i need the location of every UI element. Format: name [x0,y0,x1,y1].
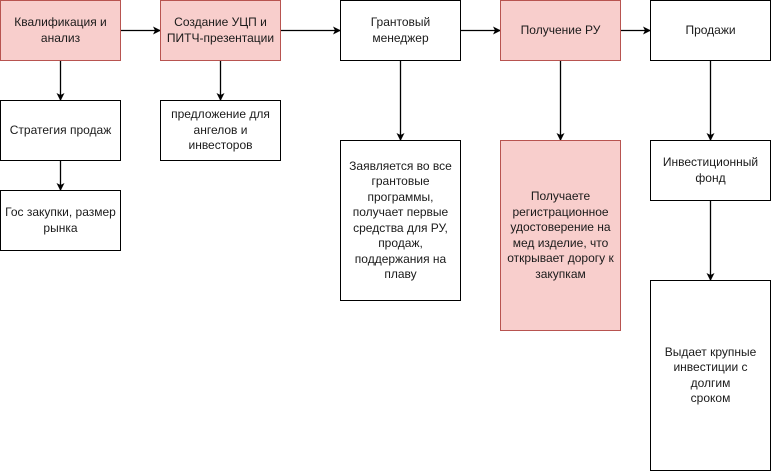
node-predlozhenie[interactable]: предложение для ангелов и инвесторов [160,100,281,161]
node-label: Квалификация и анализ [14,15,107,45]
node-label: Получаете регистрационное удостоверение … [507,189,614,281]
node-label: Создание УЦП и ПИТЧ-презентации [166,15,275,45]
node-gos-zakupki[interactable]: Гос закупки, размер рынка [0,190,121,251]
node-vydaet[interactable]: Выдает крупные инвестиции с долгим сроко… [650,280,771,471]
node-label: Гос закупки, размер рынка [5,205,116,235]
node-zayavlyaetsya[interactable]: Заявляется во все грантовые программы, п… [340,140,461,301]
node-label: предложение для ангелов и инвесторов [171,107,270,153]
node-label: Продажи [685,22,736,37]
node-poluchenie-ru[interactable]: Получение РУ [500,0,621,61]
node-grantovyi-menedzher[interactable]: Грантовый менеджер [340,0,461,61]
node-label: Получение РУ [520,22,601,37]
node-poluchaete-ru[interactable]: Получаете регистрационное удостоверение … [500,140,621,331]
node-label: Стратегия продаж [9,122,112,137]
node-kvalifikaciya[interactable]: Квалификация и анализ [0,0,121,61]
node-label: Выдает крупные инвестиции с долгим сроко… [664,344,757,406]
node-sozdanie-ucp[interactable]: Создание УЦП и ПИТЧ-презентации [160,0,281,61]
node-investfond[interactable]: Инвестиционный фонд [650,140,771,201]
node-prodazhi[interactable]: Продажи [650,0,771,61]
node-strategiya-prodazh[interactable]: Стратегия продаж [0,100,121,161]
node-label: Инвестиционный фонд [662,155,759,185]
node-label: Грантовый менеджер [370,15,431,45]
node-label: Заявляется во все грантовые программы, п… [349,158,452,282]
